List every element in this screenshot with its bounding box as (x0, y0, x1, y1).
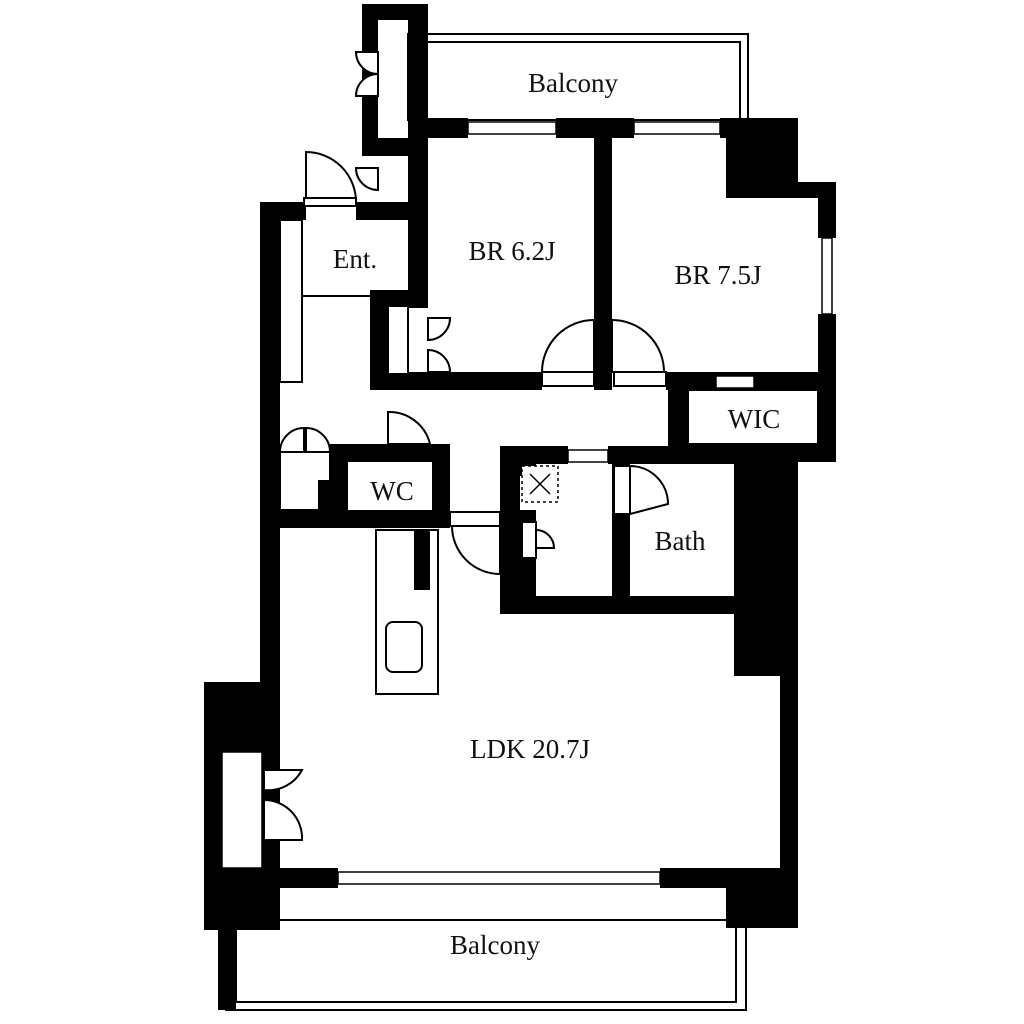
room-label-balcony-bottom: Balcony (450, 930, 540, 960)
walls (204, 4, 836, 1010)
doors (263, 51, 670, 841)
room-label-bath: Bath (655, 526, 706, 556)
room-label-wic: WIC (728, 404, 780, 434)
room-label-wc: WC (370, 476, 414, 506)
room-labels: Balcony BR 6.2J BR 7.5J Ent. WIC WC Bath… (333, 68, 780, 960)
room-label-br-75: BR 7.5J (674, 260, 761, 290)
room-label-ldk: LDK 20.7J (470, 734, 590, 764)
fixtures (279, 219, 819, 695)
room-label-balcony-top: Balcony (528, 68, 618, 98)
room-label-br-62: BR 6.2J (468, 236, 555, 266)
room-label-entrance: Ent. (333, 244, 377, 274)
windows (221, 121, 833, 885)
